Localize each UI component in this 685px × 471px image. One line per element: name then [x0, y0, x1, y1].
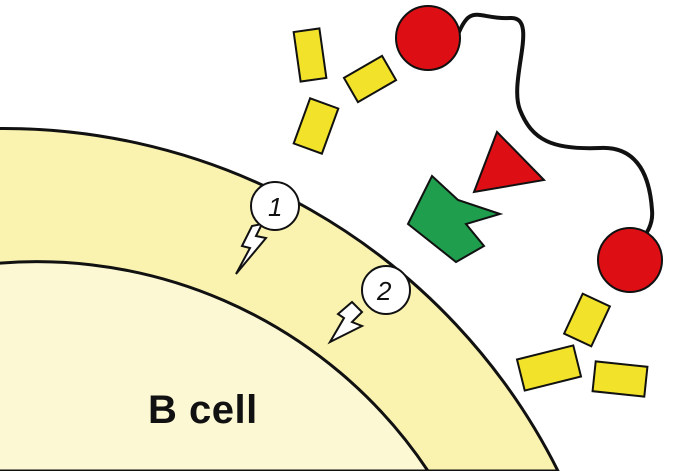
lower-antibody-arm-lower	[593, 361, 648, 396]
upper-antigen	[396, 6, 460, 70]
upper-antibody-arm-right	[344, 56, 396, 102]
upper-antibody-arm-left	[294, 28, 327, 81]
lower-antibody-arm-upper	[564, 294, 610, 347]
signal-2-label: 2	[376, 276, 392, 306]
ligand-triangle	[474, 132, 544, 192]
upper-antibody-stem	[294, 98, 339, 153]
lower-antibody-stem	[517, 345, 581, 390]
lower-antigen	[598, 228, 662, 292]
lower-antibody	[517, 294, 647, 397]
cell-label: B cell	[148, 388, 298, 433]
signal-1-label: 1	[268, 192, 282, 222]
upper-antibody	[294, 28, 396, 153]
